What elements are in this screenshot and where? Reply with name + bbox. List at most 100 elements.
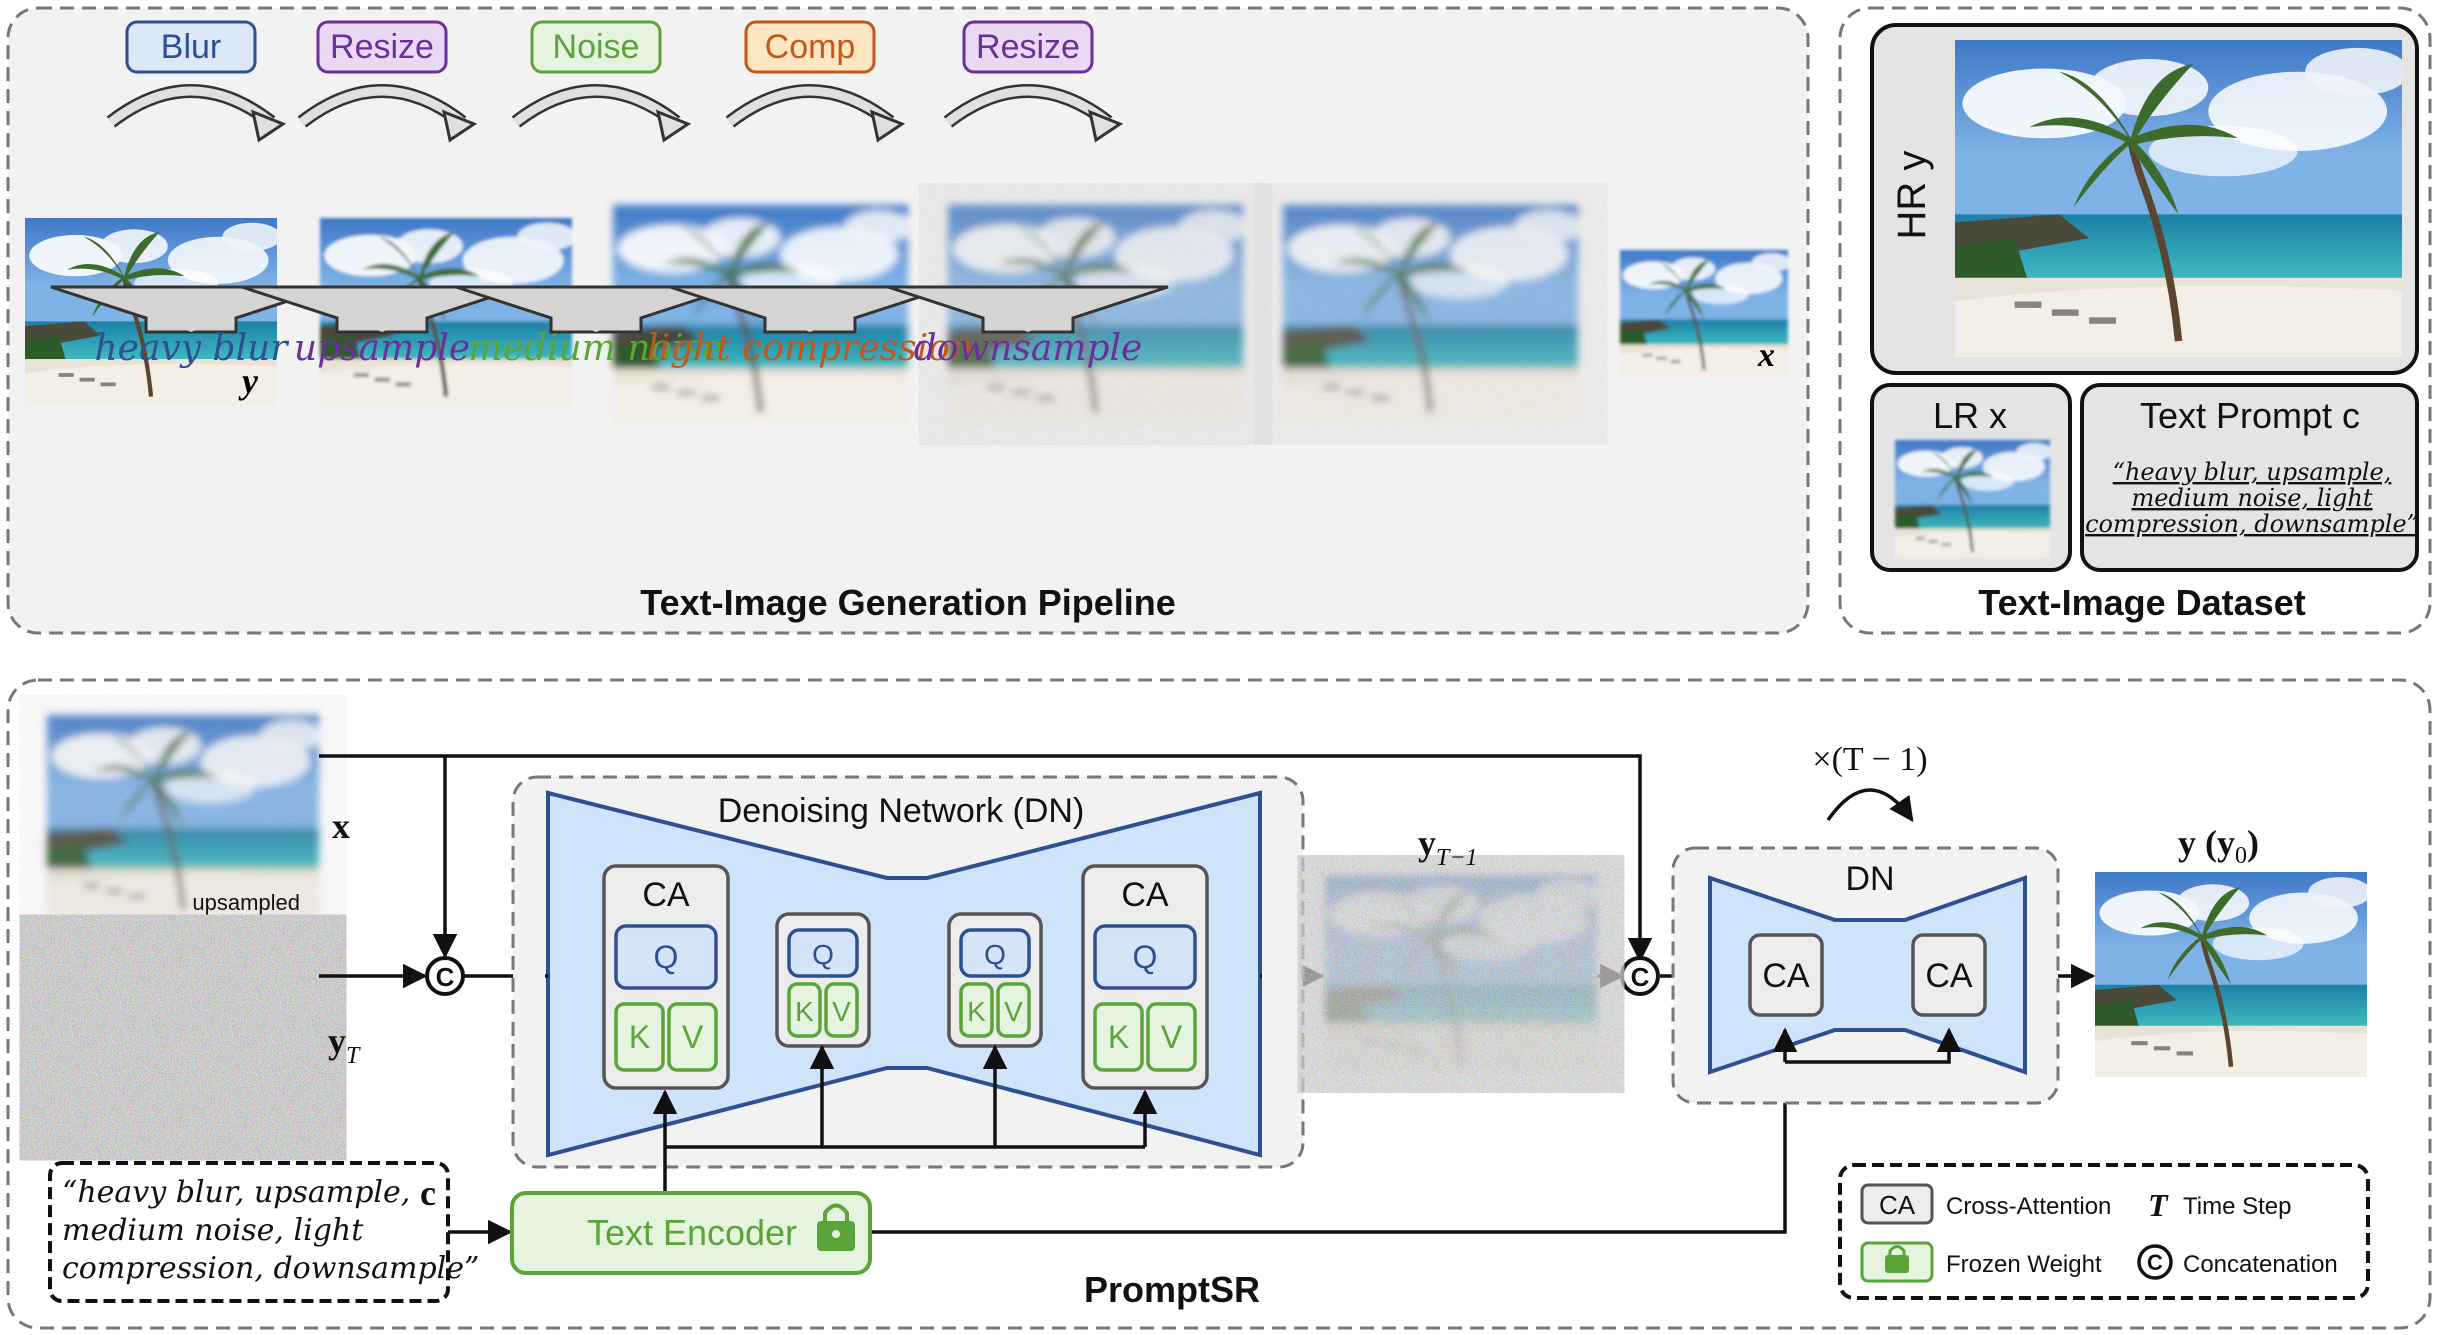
legend-concat-symbol: C [2147, 1250, 2163, 1275]
svg-text:Resize: Resize [330, 28, 434, 66]
svg-text:Q: Q [812, 939, 834, 970]
prompt-line-1: medium noise, light [62, 1213, 364, 1248]
pipeline-title: Text-Image Generation Pipeline [640, 582, 1175, 623]
denoising-network-small: DN CA CA [1671, 846, 2060, 1105]
legend-lock-icon [1885, 1245, 1909, 1273]
svg-text:CA: CA [1925, 957, 1973, 995]
desc-4: downsample [914, 328, 1143, 369]
k-box-3: K [1093, 1002, 1144, 1072]
dataset-prompt-line-0: “heavy blur, upsample, [2113, 458, 2392, 486]
yT-subscript: T [346, 1043, 361, 1069]
svg-text:V: V [1161, 1019, 1183, 1055]
legend-frozen-text: Frozen Weight [1946, 1251, 2102, 1278]
svg-text:K: K [1108, 1019, 1129, 1055]
dn-title: Denoising Network (DN) [718, 792, 1085, 830]
dataset-prompt-line-1: medium noise, light [2131, 484, 2372, 512]
prompt-label: Text Prompt c [2140, 395, 2360, 436]
svg-text:K: K [629, 1019, 650, 1055]
svg-text:Comp: Comp [765, 28, 856, 66]
yT-minus-1-image [1325, 875, 1597, 1073]
svg-text:C: C [436, 962, 455, 992]
dataset-title: Text-Image Dataset [1978, 582, 2305, 623]
svg-text:Blur: Blur [161, 28, 221, 66]
legend: CA Cross-Attention T Time Step Frozen We… [1838, 1163, 2370, 1300]
output-label: y (y0) [2178, 823, 2259, 869]
dataset-prompt-line-2: compression, downsample” [2085, 510, 2419, 538]
desc-0: heavy blur [94, 328, 289, 369]
input-noise-image [47, 935, 319, 1140]
concat-symbol-1: C [425, 956, 465, 996]
text-encoder: Text Encoder [510, 1191, 872, 1275]
k-box-0: K [614, 1002, 665, 1072]
legend-concat-text: Concatenation [2183, 1251, 2338, 1278]
legend-t-symbol: T [2148, 1187, 2169, 1223]
legend-ca-text: Cross-Attention [1946, 1193, 2111, 1220]
svg-text:C: C [1631, 962, 1650, 992]
legend-t-text: Time Step [2183, 1193, 2291, 1220]
output-image [2095, 872, 2372, 1077]
v-box-3: V [1146, 1002, 1197, 1072]
k-box-2: K [959, 982, 994, 1038]
yT-label: yT [328, 1021, 361, 1069]
svg-text:Q: Q [654, 939, 679, 975]
promptsr-panel: upsampled x yT “heavy blur, upsample,med… [6, 678, 2432, 1330]
legend-ca-box: CA [1879, 1190, 1916, 1220]
dataset-panel: HR y LR x Text Prompt c “heavy blur, ups… [1838, 6, 2432, 635]
k-box-1: K [787, 982, 822, 1038]
pipeline-x-label: x [1757, 337, 1775, 374]
dataset-prompt-text: “heavy blur, upsample,medium noise, ligh… [2085, 458, 2419, 538]
op-box-resize-1: Resize [316, 20, 448, 74]
lr-label: LR x [1933, 395, 2007, 436]
prompt-c-box: “heavy blur, upsample,medium noise, ligh… [48, 1161, 479, 1303]
svg-text:Q: Q [984, 939, 1006, 970]
chevron-4 [887, 285, 1169, 334]
pipeline-image-lr: x [1620, 250, 1788, 376]
lock-icon [817, 1203, 855, 1251]
desc-2: medium noise [469, 328, 724, 369]
svg-text:V: V [682, 1019, 704, 1055]
svg-text:Q: Q [1133, 939, 1158, 975]
q-box-2: Q [959, 928, 1031, 978]
dn-small-title: DN [1845, 860, 1894, 898]
v-box-1: V [824, 982, 859, 1038]
op-box-comp-3: Comp [744, 20, 876, 74]
concat-symbol-2: C [1620, 956, 1660, 996]
desc-1: upsample [294, 328, 470, 369]
loop-label: ×(T − 1) [1812, 741, 1927, 778]
prompt-c-label: c [420, 1173, 436, 1213]
svg-text:Text Encoder: Text Encoder [587, 1212, 797, 1253]
q-box-3: Q [1093, 924, 1197, 990]
pipeline-image-comp [1283, 205, 1578, 423]
svg-text:Resize: Resize [976, 28, 1080, 66]
input-x-image: upsampled [47, 715, 319, 920]
pipeline-image-hr: y [25, 218, 281, 406]
promptsr-title: PromptSR [1084, 1269, 1260, 1310]
svg-text:K: K [795, 996, 814, 1027]
upsampled-label: upsampled [192, 890, 300, 915]
desc-3: light compression [647, 328, 973, 369]
svg-text:V: V [1004, 996, 1023, 1027]
svg-text:Noise: Noise [553, 28, 640, 66]
svg-text:K: K [967, 996, 986, 1027]
svg-text:CA: CA [1121, 876, 1169, 914]
hr-label: HR y [1890, 151, 1934, 240]
op-box-resize-4: Resize [962, 20, 1094, 74]
svg-text:CA: CA [1762, 957, 1810, 995]
yT1-label: yT−1 [1418, 823, 1478, 871]
loop-arrow [1826, 788, 1914, 823]
v-box-0: V [667, 1002, 718, 1072]
pipeline-y-label: y [238, 361, 259, 401]
prompt-line-0: “heavy blur, upsample, [62, 1175, 410, 1210]
op-box-blur-0: Blur [125, 20, 257, 74]
op-box-noise-2: Noise [530, 20, 662, 74]
lr-image [1895, 440, 2050, 558]
q-box-1: Q [787, 928, 859, 978]
x-label: x [332, 806, 350, 846]
